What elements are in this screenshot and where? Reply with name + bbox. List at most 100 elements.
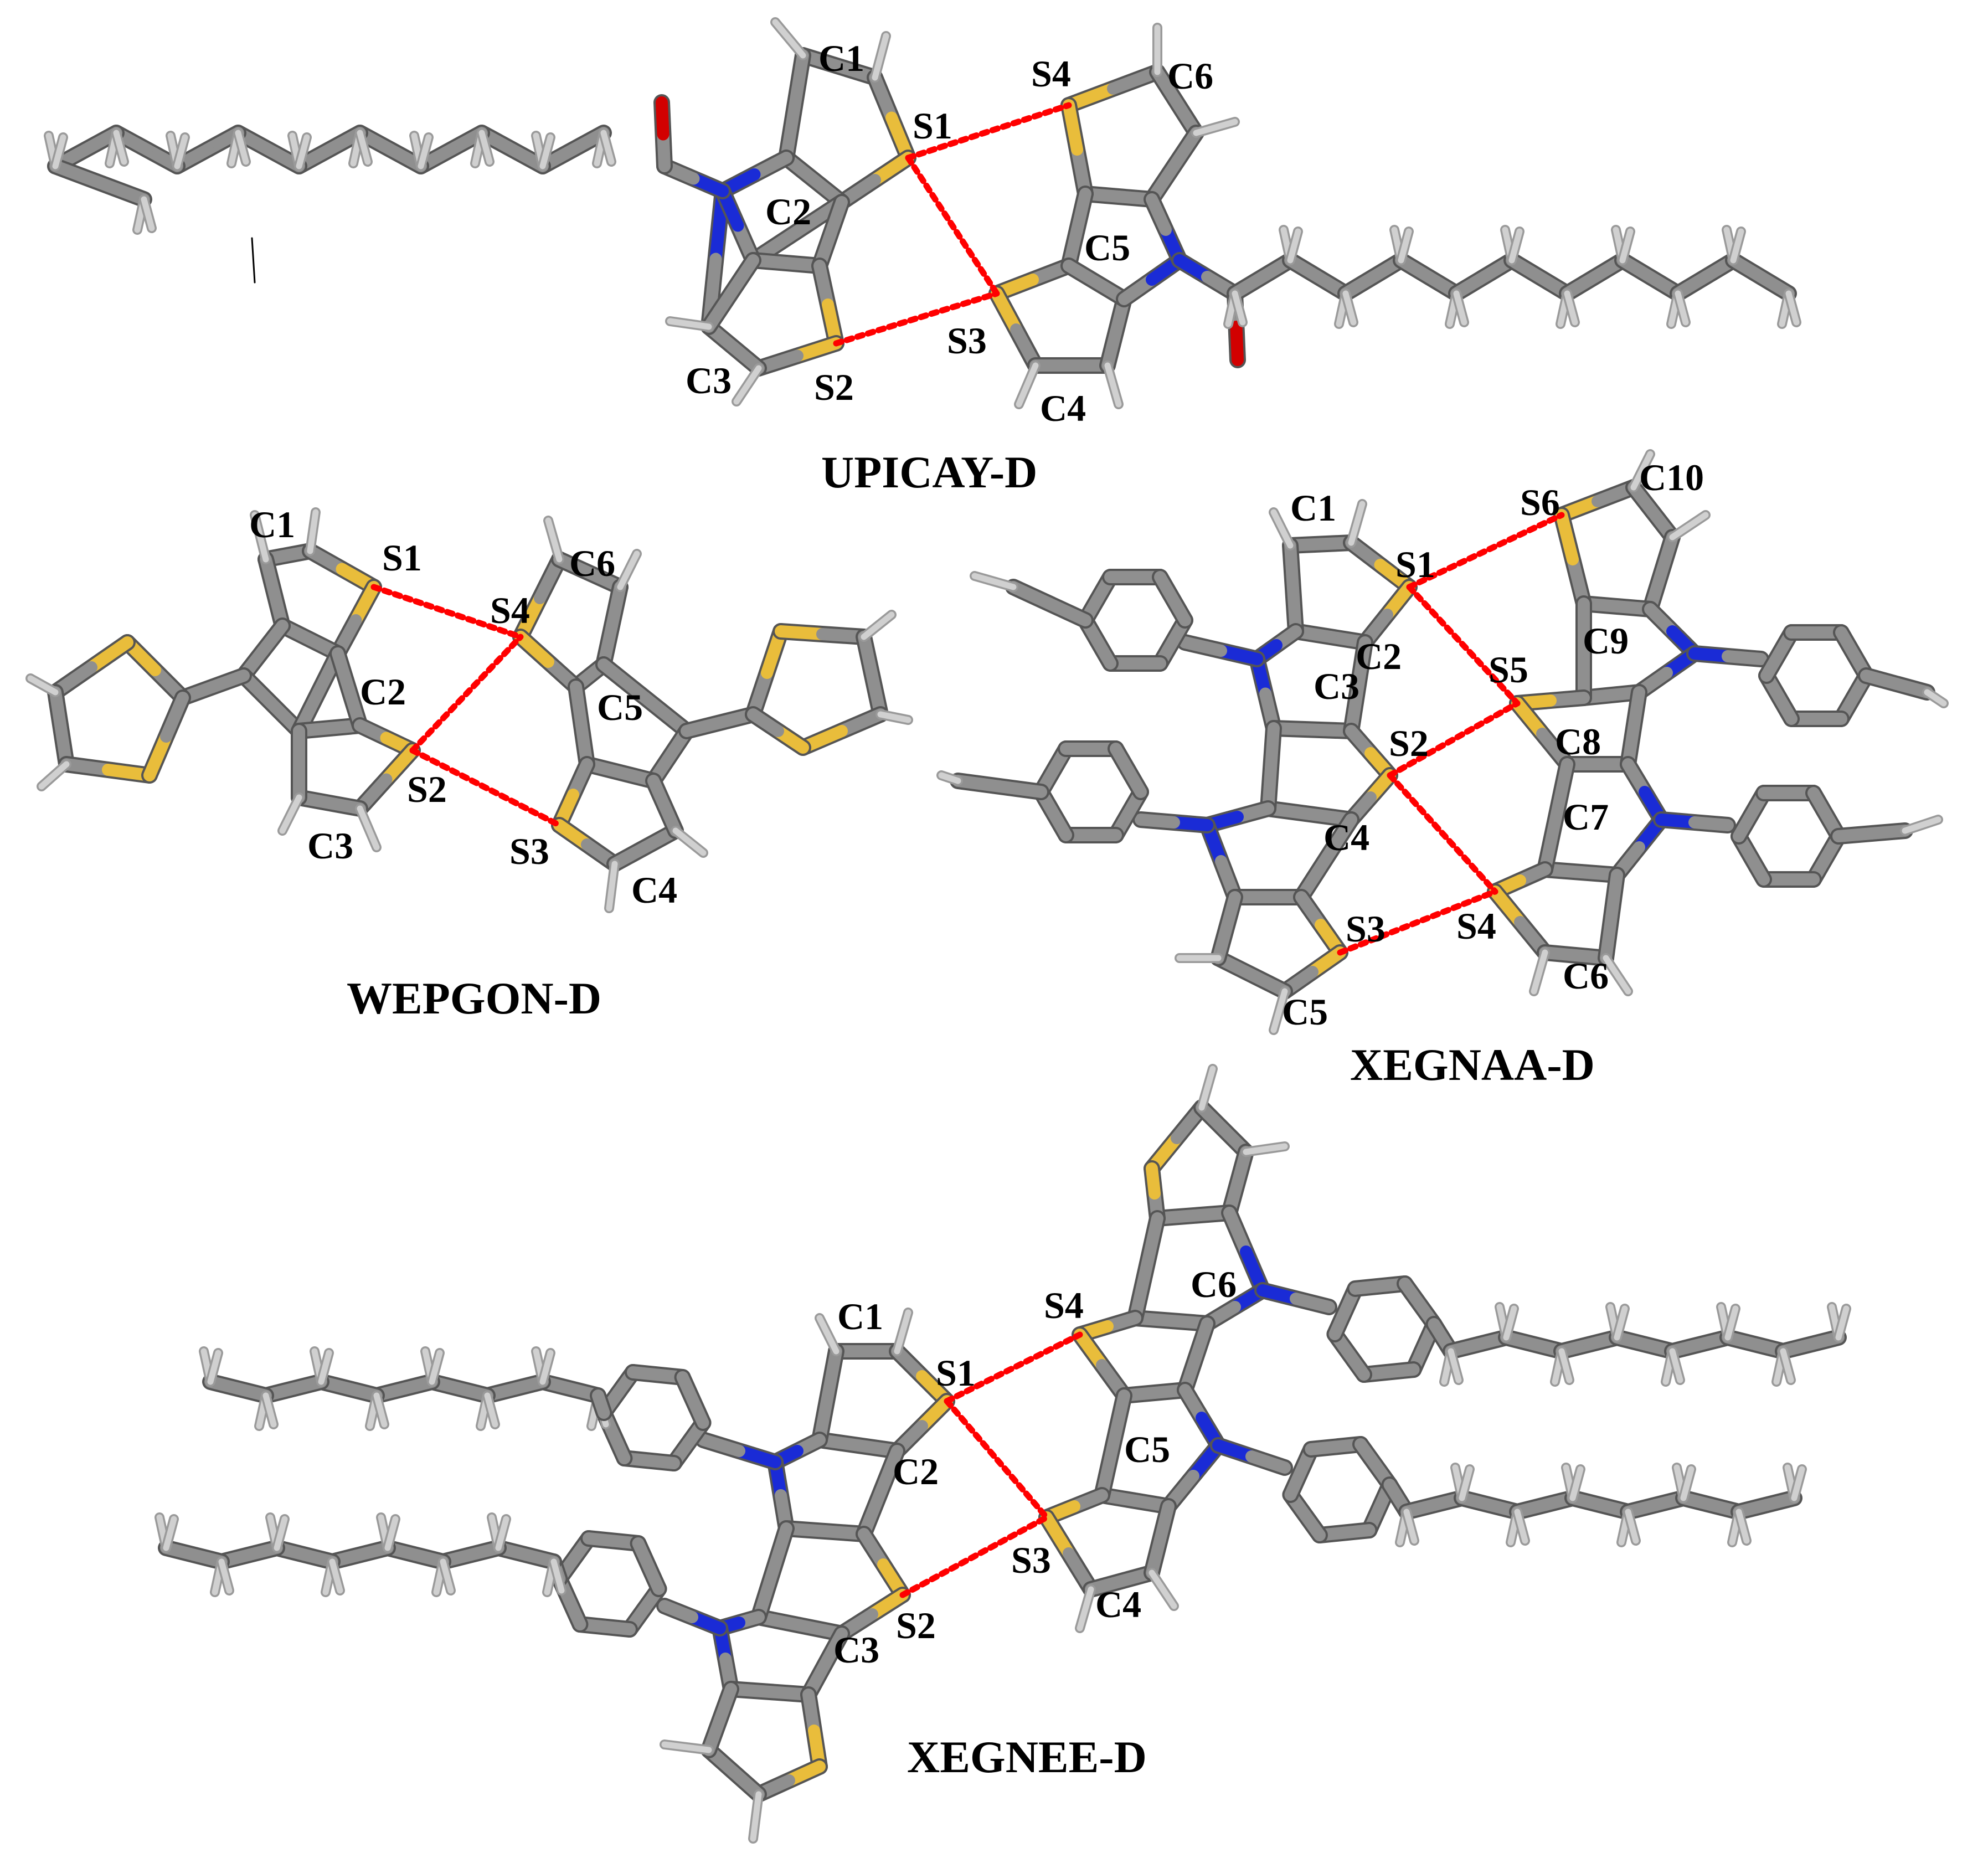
xegnee-bond-half (1223, 1207, 1252, 1258)
xegnaa-bond-half (952, 775, 1006, 792)
xegnee-bond-half (687, 1393, 709, 1429)
xegnaa-bond-half (1655, 531, 1678, 579)
molecular-bonds (25, 17, 1949, 1844)
upicay-bond-half (1063, 260, 1103, 289)
s-s-contacts (370, 102, 1565, 1598)
xegnee-label-c3: C3 (833, 1629, 879, 1671)
wepgon-bond-half (858, 631, 878, 682)
xegnee-label-c4: C4 (1095, 1583, 1141, 1625)
xegnaa-title: XEGNAA-D (1350, 1039, 1595, 1090)
upicay-bond-half (1168, 127, 1202, 172)
xegnaa-bond-half (1489, 886, 1526, 928)
xegnee-h-bond (1724, 1305, 1739, 1341)
xegnaa-bond-half (1179, 636, 1227, 657)
xegnee-h-bond (1503, 1305, 1517, 1341)
xegnee-h-bond (1735, 1509, 1750, 1544)
xegnaa-bond-half (1320, 814, 1357, 864)
xegnee-title: XEGNEE-D (907, 1732, 1147, 1782)
xegnaa-bond-half (1628, 686, 1645, 734)
xegnee-h-bond (1669, 1348, 1683, 1383)
upicay-contact-s1-s3 (905, 155, 1000, 297)
xegnee-h-bond (329, 1558, 343, 1594)
xegnee-bond-half (1146, 1162, 1161, 1200)
xegnee-bond-half (733, 1445, 781, 1468)
xegnee-label-s4: S4 (1044, 1284, 1084, 1326)
upicay-h-bond (1508, 228, 1523, 264)
upicay-bond-half (780, 100, 801, 164)
upicay-h-bond (1287, 228, 1301, 264)
upicay-h-bond (872, 33, 889, 81)
xegnaa-bond-half (1345, 537, 1387, 571)
wepgon-bond-half (598, 658, 651, 704)
wepgon-h-bond (307, 509, 319, 554)
xegnee-h-bond (1835, 1305, 1850, 1341)
upicay-h-bond (772, 19, 806, 59)
xegnee-contact-s2-s3 (899, 1514, 1050, 1598)
upicay-h-bond (600, 130, 615, 165)
wepgon-bond-half (570, 681, 588, 732)
upicay-bond-half (869, 71, 898, 124)
wepgon-bond-half (85, 636, 133, 673)
xegnaa-label-s6: S6 (1520, 481, 1560, 523)
wepgon-h-bond (545, 517, 563, 563)
wepgon-h-bond (357, 805, 380, 851)
upicay-artifact-line (251, 237, 256, 284)
xegnee-h-bond (429, 1350, 443, 1385)
xegnaa-h-bond (1924, 689, 1947, 707)
xegnaa-label-c4: C4 (1323, 816, 1369, 858)
wepgon-bond-half (647, 775, 671, 812)
wepgon-h-bond (251, 512, 269, 563)
wepgon-label-c5: C5 (597, 686, 643, 728)
xegnee-h-bond (816, 1315, 840, 1355)
xegnaa-label-c1: C1 (1290, 487, 1336, 529)
upicay-label-c4: C4 (1040, 387, 1086, 429)
xegnaa-h-bond (1603, 955, 1631, 995)
upicay-bond-half (94, 177, 150, 205)
upicay-h-bond (539, 134, 554, 169)
xegnaa-bond-half (1245, 969, 1291, 997)
upicay-bond-half (869, 152, 914, 186)
xegnee-h-bond (495, 1516, 509, 1551)
upicay-bond-half (656, 96, 669, 141)
wepgon-bond-half (304, 545, 348, 575)
upicay-h-bond (1675, 290, 1689, 326)
xegnee-h-bond (1459, 1466, 1473, 1501)
xegnee-h-bond (1558, 1348, 1573, 1383)
upicay-contact-s2-s3 (833, 290, 1000, 347)
wepgon-bond-half (639, 692, 693, 737)
upicay-h-bond (1398, 228, 1412, 264)
upicay-title: UPICAY-D (821, 447, 1037, 497)
wepgon-h-bond (606, 861, 618, 912)
xegnee-h-bond (1791, 1466, 1805, 1501)
upicay-bond-half (991, 287, 1022, 336)
upicay-h-bond (418, 134, 432, 169)
wepgon-h-bond (672, 827, 707, 856)
xegnaa-label-c2: C2 (1356, 635, 1402, 677)
wepgon-h-bond (279, 794, 302, 834)
xegnee-label-s3: S3 (1011, 1539, 1051, 1581)
wepgon-label-c6: C6 (569, 542, 615, 584)
xegnaa-bond-half (1352, 636, 1371, 693)
upicay-label-c3: C3 (686, 359, 732, 402)
upicay-h-bond (113, 130, 127, 165)
xegnee-bond-half (1096, 1439, 1119, 1501)
xegnaa-bond-half (1600, 910, 1618, 964)
xegnaa-bond-half (1891, 678, 1933, 698)
xegnee-bond-half (1074, 1329, 1108, 1371)
xegnaa-h-bond (1669, 512, 1709, 541)
xegnee-bond-half (1129, 1262, 1152, 1324)
xegnee-h-bond (484, 1392, 498, 1428)
xegnee-contact-s1-s4 (944, 1331, 1083, 1404)
upicay-h-bond (733, 365, 762, 405)
wepgon-bond-half (380, 744, 419, 786)
xegnaa-bond-half (1511, 697, 1548, 740)
xegnaa-h-bond (1270, 509, 1294, 549)
wepgon-bond-half (747, 708, 784, 737)
xegnee-h-bond (1448, 1348, 1462, 1383)
upicay-h-bond (296, 134, 310, 169)
upicay-bond-half (791, 337, 842, 362)
wepgon-label-c4: C4 (631, 869, 677, 911)
xegnaa-label-s1: S1 (1395, 543, 1435, 585)
xegnaa-bond-half (1556, 509, 1579, 565)
wepgon-h-bond (38, 761, 70, 790)
